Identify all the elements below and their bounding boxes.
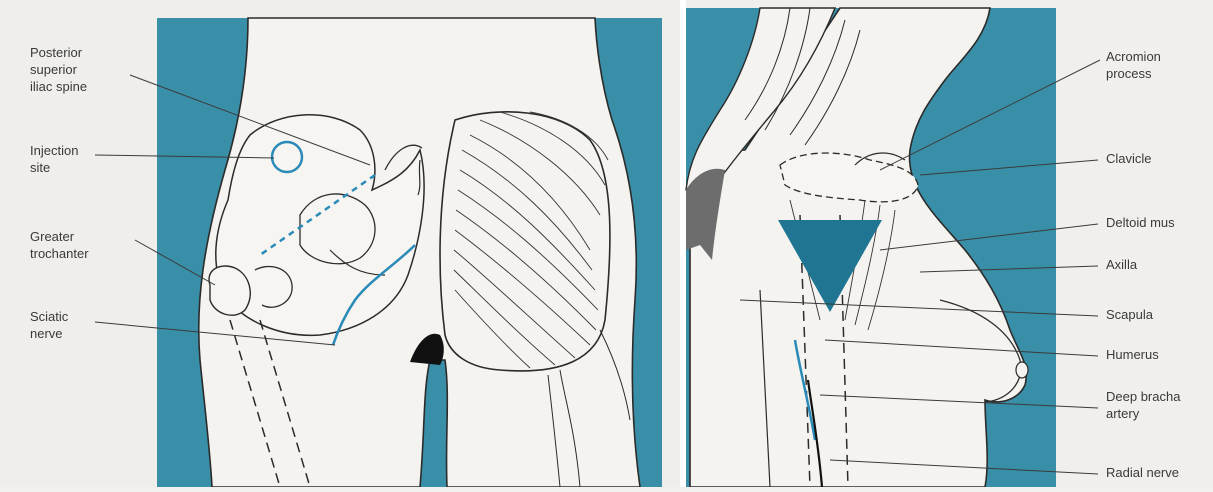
gluteus-muscle [440,112,610,371]
label-acromion-process: Acromion process [1106,48,1161,82]
label-deep-brachial-artery: Deep bracha artery [1106,388,1180,422]
label-injection-site: Injection site [30,142,78,176]
label-scapula: Scapula [1106,306,1153,323]
label-greater-trochanter: Greater trochanter [30,228,89,262]
label-clavicle: Clavicle [1106,150,1152,167]
label-posterior-superior-iliac-spine: Posterior superior iliac spine [30,44,87,95]
hip-panel [0,0,680,487]
label-sciatic-nerve: Sciatic nerve [30,308,68,342]
label-humerus: Humerus [1106,346,1159,363]
label-axilla: Axilla [1106,256,1137,273]
label-radial-nerve: Radial nerve [1106,464,1179,481]
label-deltoid-muscle: Deltoid mus [1106,214,1175,231]
